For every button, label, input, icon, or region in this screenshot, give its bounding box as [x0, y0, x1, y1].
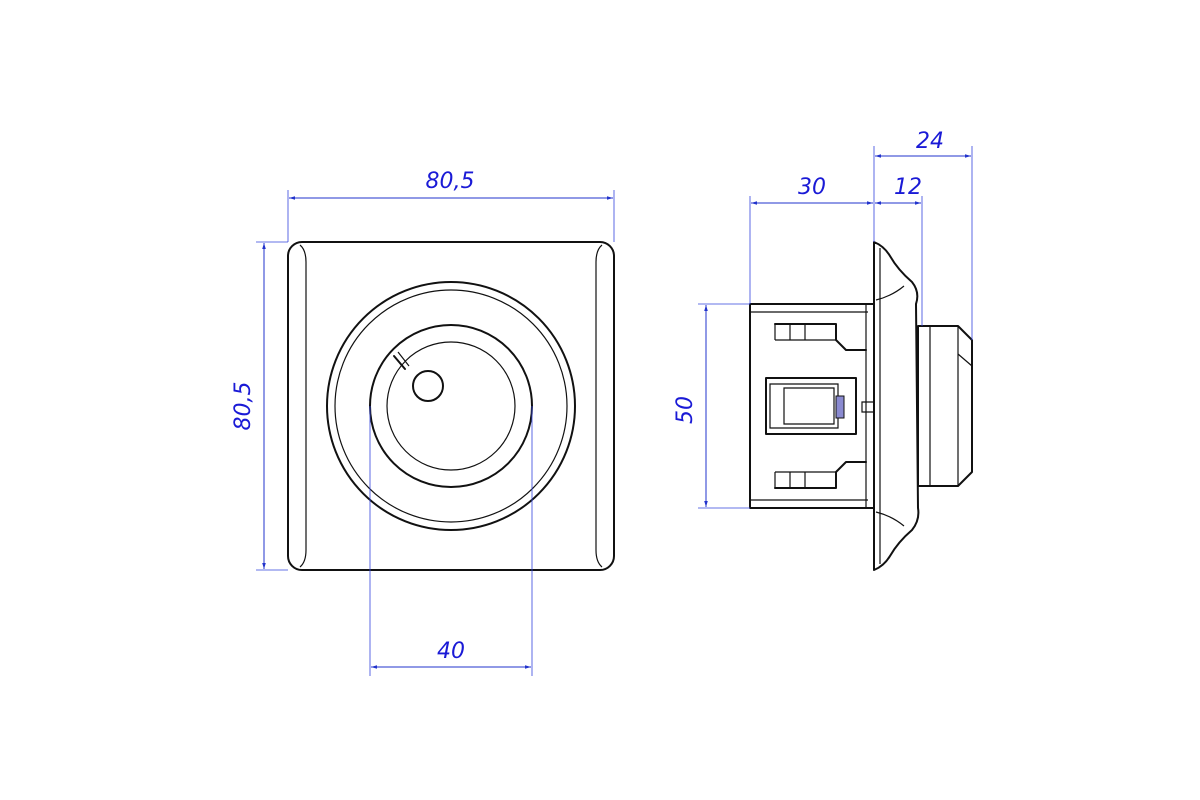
side-view: [749, 241, 973, 571]
side-view-dimensions: 24 30 12 50: [673, 129, 973, 509]
knob-inner: [386, 341, 516, 471]
front-view-dimensions: 80,5 80,5 40: [231, 169, 615, 676]
terminal-core: [783, 387, 835, 425]
front-frame-left-strip: [299, 244, 307, 568]
knob-indicator-dot: [412, 370, 444, 402]
outer-ring-inner-edge: [334, 289, 568, 523]
knob-depth-label: 12: [894, 175, 922, 200]
face-plate-curve-top: [875, 285, 905, 301]
terminal-inner: [769, 383, 839, 429]
knob-side-notch: [957, 353, 973, 367]
face-plate-curve-bottom: [875, 511, 905, 527]
lower-bracket: [774, 461, 867, 489]
front-view: [287, 241, 615, 571]
knob-indicator-line-2: [397, 351, 410, 367]
face-plate-profile: [873, 241, 920, 571]
body-height-label: 50: [673, 396, 698, 424]
front-frame-right-strip: [595, 244, 603, 568]
knob-diameter-label: 40: [437, 639, 465, 664]
knob-outer: [369, 324, 533, 488]
upper-bracket: [774, 323, 867, 351]
front-frame-plate: [287, 241, 615, 571]
outer-ring: [326, 281, 576, 531]
knob-indicator-line: [393, 355, 406, 370]
terminal-screw: [861, 401, 875, 413]
total-depth-label: 24: [916, 129, 944, 154]
height-dimension-label: 80,5: [231, 382, 256, 431]
body-depth-label: 30: [798, 175, 826, 200]
width-dimension-label: 80,5: [426, 169, 475, 194]
terminal-spring: [835, 395, 845, 419]
terminal-block: [765, 377, 857, 435]
knob-side-profile: [917, 325, 973, 487]
